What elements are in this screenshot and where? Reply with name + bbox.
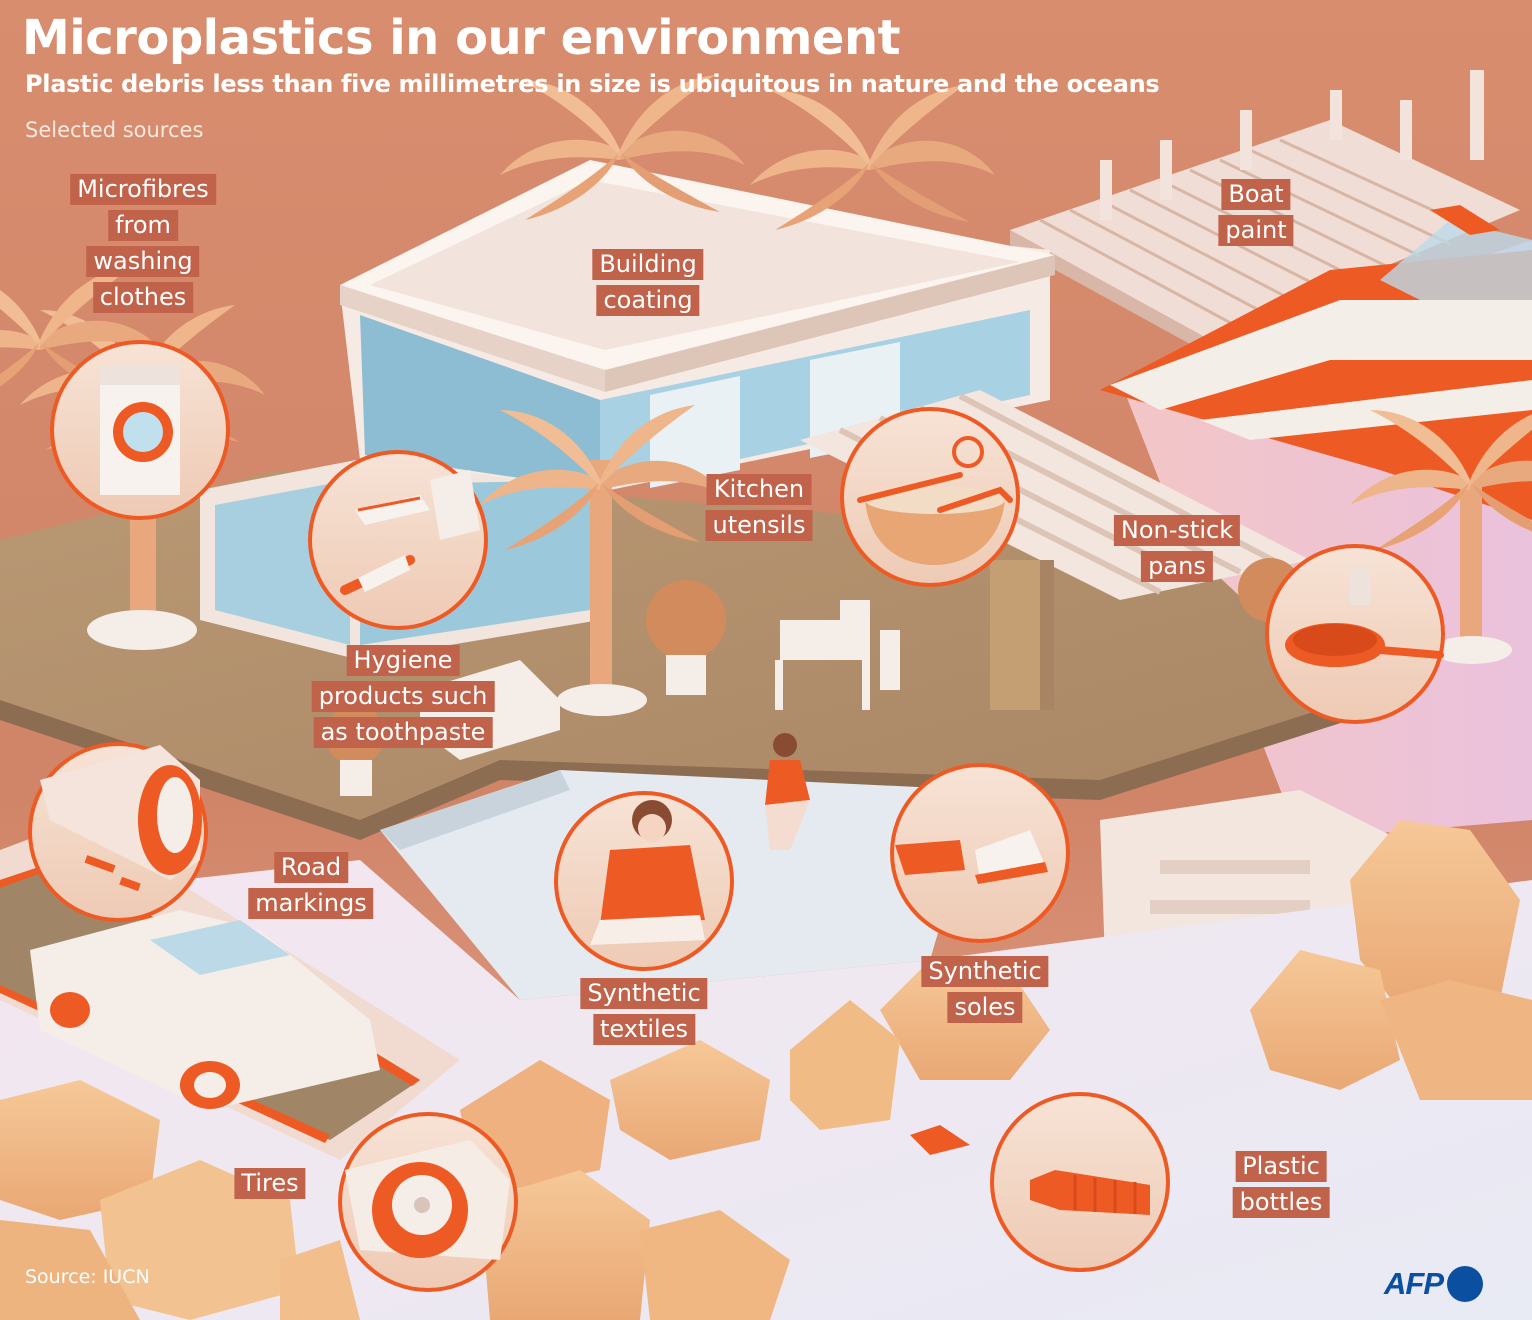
circle-road [28, 742, 208, 922]
circle-microfibres [50, 340, 230, 520]
rocks [0, 820, 1532, 1320]
circle-textiles [554, 791, 734, 971]
label-line: Non-stick [1113, 515, 1241, 546]
circle-soles [890, 763, 1070, 943]
circle-bottles [990, 1092, 1170, 1272]
circle-hygiene [308, 450, 488, 630]
label-line: products such [311, 681, 495, 712]
label-road-markings: Road markings [248, 852, 374, 924]
label-line: as toothpaste [313, 717, 493, 748]
label-line: Road [273, 852, 349, 883]
circle-tires [338, 1112, 518, 1292]
label-line: Kitchen [706, 474, 812, 505]
circle-nonstick [1265, 544, 1445, 724]
label-synthetic-textiles: Synthetic textiles [580, 978, 708, 1050]
label-line: coating [596, 285, 700, 316]
label-line: paint [1218, 215, 1294, 246]
label-line: Synthetic [580, 978, 708, 1009]
label-line: from [108, 210, 178, 241]
label-line: Synthetic [921, 956, 1049, 987]
afp-logo-text: AFP [1384, 1266, 1444, 1301]
label-line: clothes [92, 282, 194, 313]
afp-logo: AFP [1384, 1266, 1483, 1302]
label-line: textiles [593, 1014, 695, 1045]
label-non-stick-pans: Non-stick pans [1113, 515, 1241, 587]
label-line: Hygiene [346, 645, 460, 676]
label-line: washing [86, 246, 200, 277]
label-line: Microfibres [70, 174, 216, 205]
label-plastic-bottles: Plastic bottles [1232, 1151, 1330, 1223]
label-line: soles [947, 992, 1023, 1023]
circle-kitchen [840, 407, 1020, 587]
label-building-coating: Building coating [592, 249, 704, 321]
label-kitchen-utensils: Kitchen utensils [705, 474, 813, 546]
label-line: utensils [705, 510, 813, 541]
selected-sources-note: Selected sources [25, 118, 204, 142]
speedboat [1100, 205, 1532, 520]
label-line: Building [592, 249, 704, 280]
page-title: Microplastics in our environment [22, 10, 901, 66]
label-line: Plastic [1235, 1151, 1327, 1182]
person-figure [765, 733, 810, 850]
label-microfibres: Microfibres from washing clothes [70, 174, 216, 318]
source-credit: Source: IUCN [25, 1266, 150, 1288]
label-line: Tires [234, 1168, 306, 1199]
label-line: bottles [1232, 1187, 1330, 1218]
label-line: pans [1141, 551, 1213, 582]
label-synthetic-soles: Synthetic soles [921, 956, 1049, 1028]
label-line: Boat [1221, 179, 1291, 210]
page-subtitle: Plastic debris less than five millimetre… [25, 70, 1160, 98]
label-line: markings [248, 888, 374, 919]
dining-set [775, 600, 900, 710]
label-hygiene-products: Hygiene products such as toothpaste [311, 645, 495, 753]
afp-logo-dot-icon [1447, 1266, 1483, 1302]
label-tires: Tires [234, 1168, 306, 1204]
car [30, 910, 380, 1110]
label-boat-paint: Boat paint [1218, 179, 1294, 251]
